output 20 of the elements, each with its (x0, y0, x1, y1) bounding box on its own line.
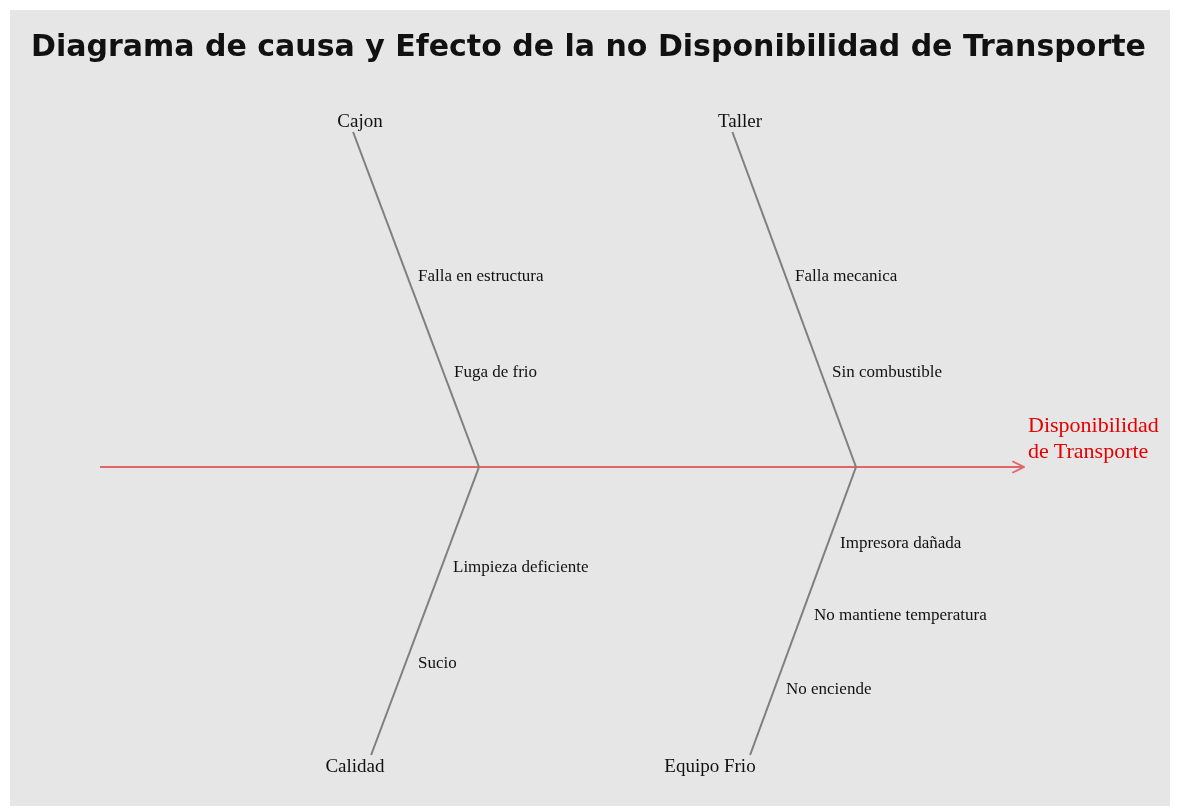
cause-bone-line (370, 466, 480, 756)
cause-label: Sin combustible (832, 362, 943, 382)
cause-label: Falla mecanica (795, 266, 898, 286)
cause-bone-line (749, 466, 857, 756)
cause-label: Falla en estructura (418, 266, 544, 286)
spine-arrow (99, 460, 1025, 474)
cause-label: No mantiene temperatura (814, 605, 987, 625)
cause-label: Limpieza deficiente (453, 557, 589, 577)
category-label: Calidad (325, 755, 385, 777)
category-label: Cajon (337, 110, 383, 132)
category-label: Equipo Frio (664, 755, 756, 777)
category-label: Taller (718, 110, 762, 132)
cause-label: No enciende (786, 679, 872, 699)
effect-label: Disponibilidad de Transporte (1028, 412, 1158, 464)
cause-label: Fuga de frio (454, 362, 538, 382)
cause-label: Impresora dañada (840, 533, 962, 553)
cause-bone-line (731, 131, 857, 468)
cause-bone-line (352, 131, 480, 468)
diagram-title: Diagrama de causa y Efecto de la no Disponibilidad de Transporte (30, 28, 1147, 63)
cause-label: Sucio (418, 653, 457, 673)
